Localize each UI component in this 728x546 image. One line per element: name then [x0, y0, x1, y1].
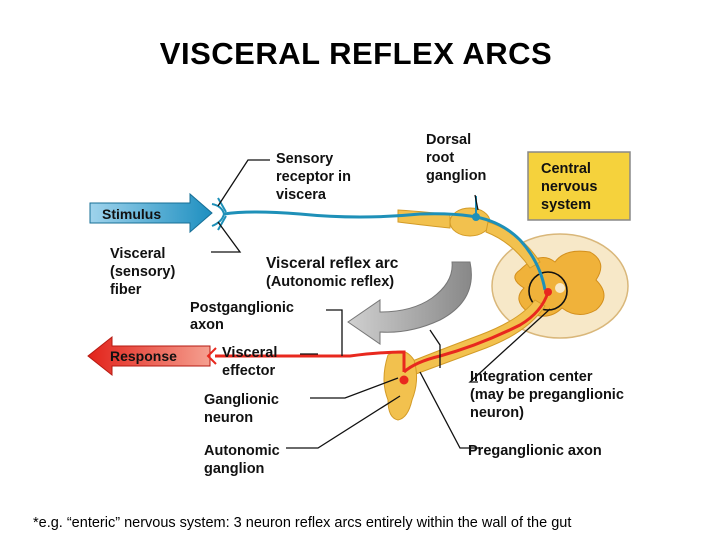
dorsal-root-label-1: Dorsal [426, 132, 471, 148]
cns-line-1: Central [541, 161, 591, 177]
visceral-fiber-label-3: fiber [110, 282, 142, 298]
autonomic-ganglion-label-1: Autonomic [204, 443, 280, 459]
visceral-fiber-label-2: (sensory) [110, 264, 175, 280]
sensory-pathway [211, 196, 547, 291]
integration-center-label-3: neuron) [470, 405, 524, 421]
reflex-arc-label-1: Visceral reflex arc [266, 255, 399, 272]
cns-box: Central nervous system [527, 151, 631, 221]
cns-line-2: nervous [541, 179, 597, 195]
response-label: Response [110, 348, 177, 364]
ganglionic-neuron-label-1: Ganglionic [204, 392, 279, 408]
visceral-fiber-label-1: Visceral [110, 246, 165, 262]
integration-center-label-2: (may be preganglionic [470, 387, 624, 403]
ganglionic-neuron-label-2: neuron [204, 410, 253, 426]
cns-line-3: system [541, 197, 591, 213]
visceral-effector-label-2: effector [222, 363, 276, 379]
dorsal-root-label-3: ganglion [426, 168, 486, 184]
dorsal-root-ganglion [449, 207, 491, 237]
motor-pathway [206, 288, 552, 385]
reflex-arc-arrow [347, 261, 472, 345]
dorsal-root-label-2: root [426, 150, 454, 166]
sensory-receptor-label-2: receptor in [276, 169, 351, 185]
autonomic-ganglion-label-2: ganglion [204, 461, 264, 477]
postganglionic-axon-label-2: axon [190, 317, 224, 333]
autonomic-ganglion-shape [383, 350, 418, 421]
leader-lines [211, 159, 551, 449]
response-arrow: Response [87, 335, 211, 377]
page-title: VISCERAL REFLEX ARCS [159, 36, 553, 71]
sensory-receptor-label-3: viscera [276, 187, 327, 203]
sensory-receptor-label-1: Sensory [276, 151, 333, 167]
stimulus-arrow: Stimulus [89, 192, 213, 234]
preganglionic-axon-label: Preganglionic axon [468, 443, 602, 459]
integration-center-label-1: Integration center [470, 369, 593, 385]
footnote: *e.g. “enteric” nervous system: 3 neuron… [33, 515, 572, 531]
stimulus-label: Stimulus [102, 206, 161, 222]
postganglionic-axon-label-1: Postganglionic [190, 300, 294, 316]
visceral-effector-label-1: Visceral [222, 345, 277, 361]
reflex-arc-label-2: (Autonomic reflex) [266, 274, 394, 290]
